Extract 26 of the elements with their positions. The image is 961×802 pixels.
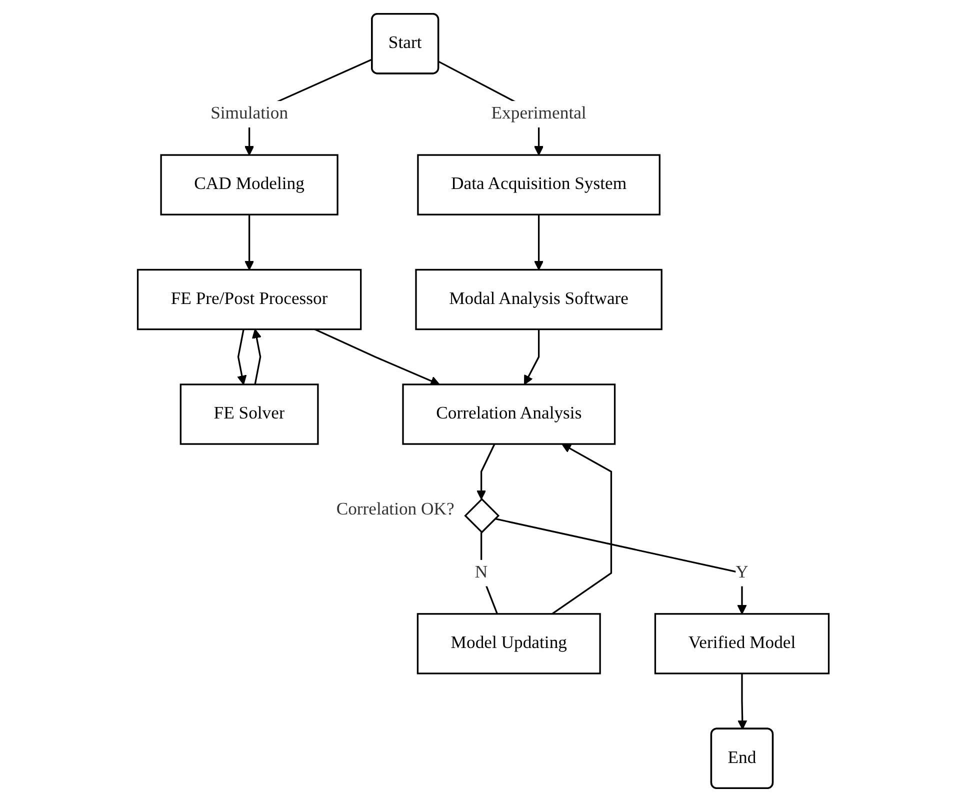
arrow bbox=[494, 518, 747, 614]
process-box: Model Updating bbox=[416, 613, 601, 674]
process-box: Verified Model bbox=[654, 613, 830, 674]
terminal-box: End bbox=[710, 728, 774, 789]
edge-label: N bbox=[474, 563, 488, 582]
arrow bbox=[237, 329, 247, 385]
arrow bbox=[252, 328, 262, 385]
process-box: Data Acquisition System bbox=[417, 154, 660, 216]
process-box: CAD Modeling bbox=[160, 154, 338, 216]
decision-diamond bbox=[464, 498, 500, 534]
edge-label: Experimental bbox=[491, 104, 586, 124]
arrow bbox=[552, 444, 612, 615]
edge-label: Simulation bbox=[210, 104, 288, 124]
process-box: FE Pre/Post Processor bbox=[136, 268, 362, 330]
arrow bbox=[738, 673, 748, 730]
arrow bbox=[524, 329, 540, 385]
terminal-box: Start bbox=[371, 13, 440, 74]
process-box: Modal Analysis Software bbox=[415, 268, 662, 330]
process-box: Correlation Analysis bbox=[402, 384, 616, 445]
arrow bbox=[314, 328, 440, 386]
node-caption: Correlation OK? bbox=[336, 498, 454, 519]
arrow bbox=[476, 444, 496, 500]
edge-label: Y bbox=[736, 563, 748, 582]
arrow bbox=[534, 214, 544, 270]
arrow bbox=[244, 214, 254, 270]
process-box: FE Solver bbox=[180, 384, 319, 445]
